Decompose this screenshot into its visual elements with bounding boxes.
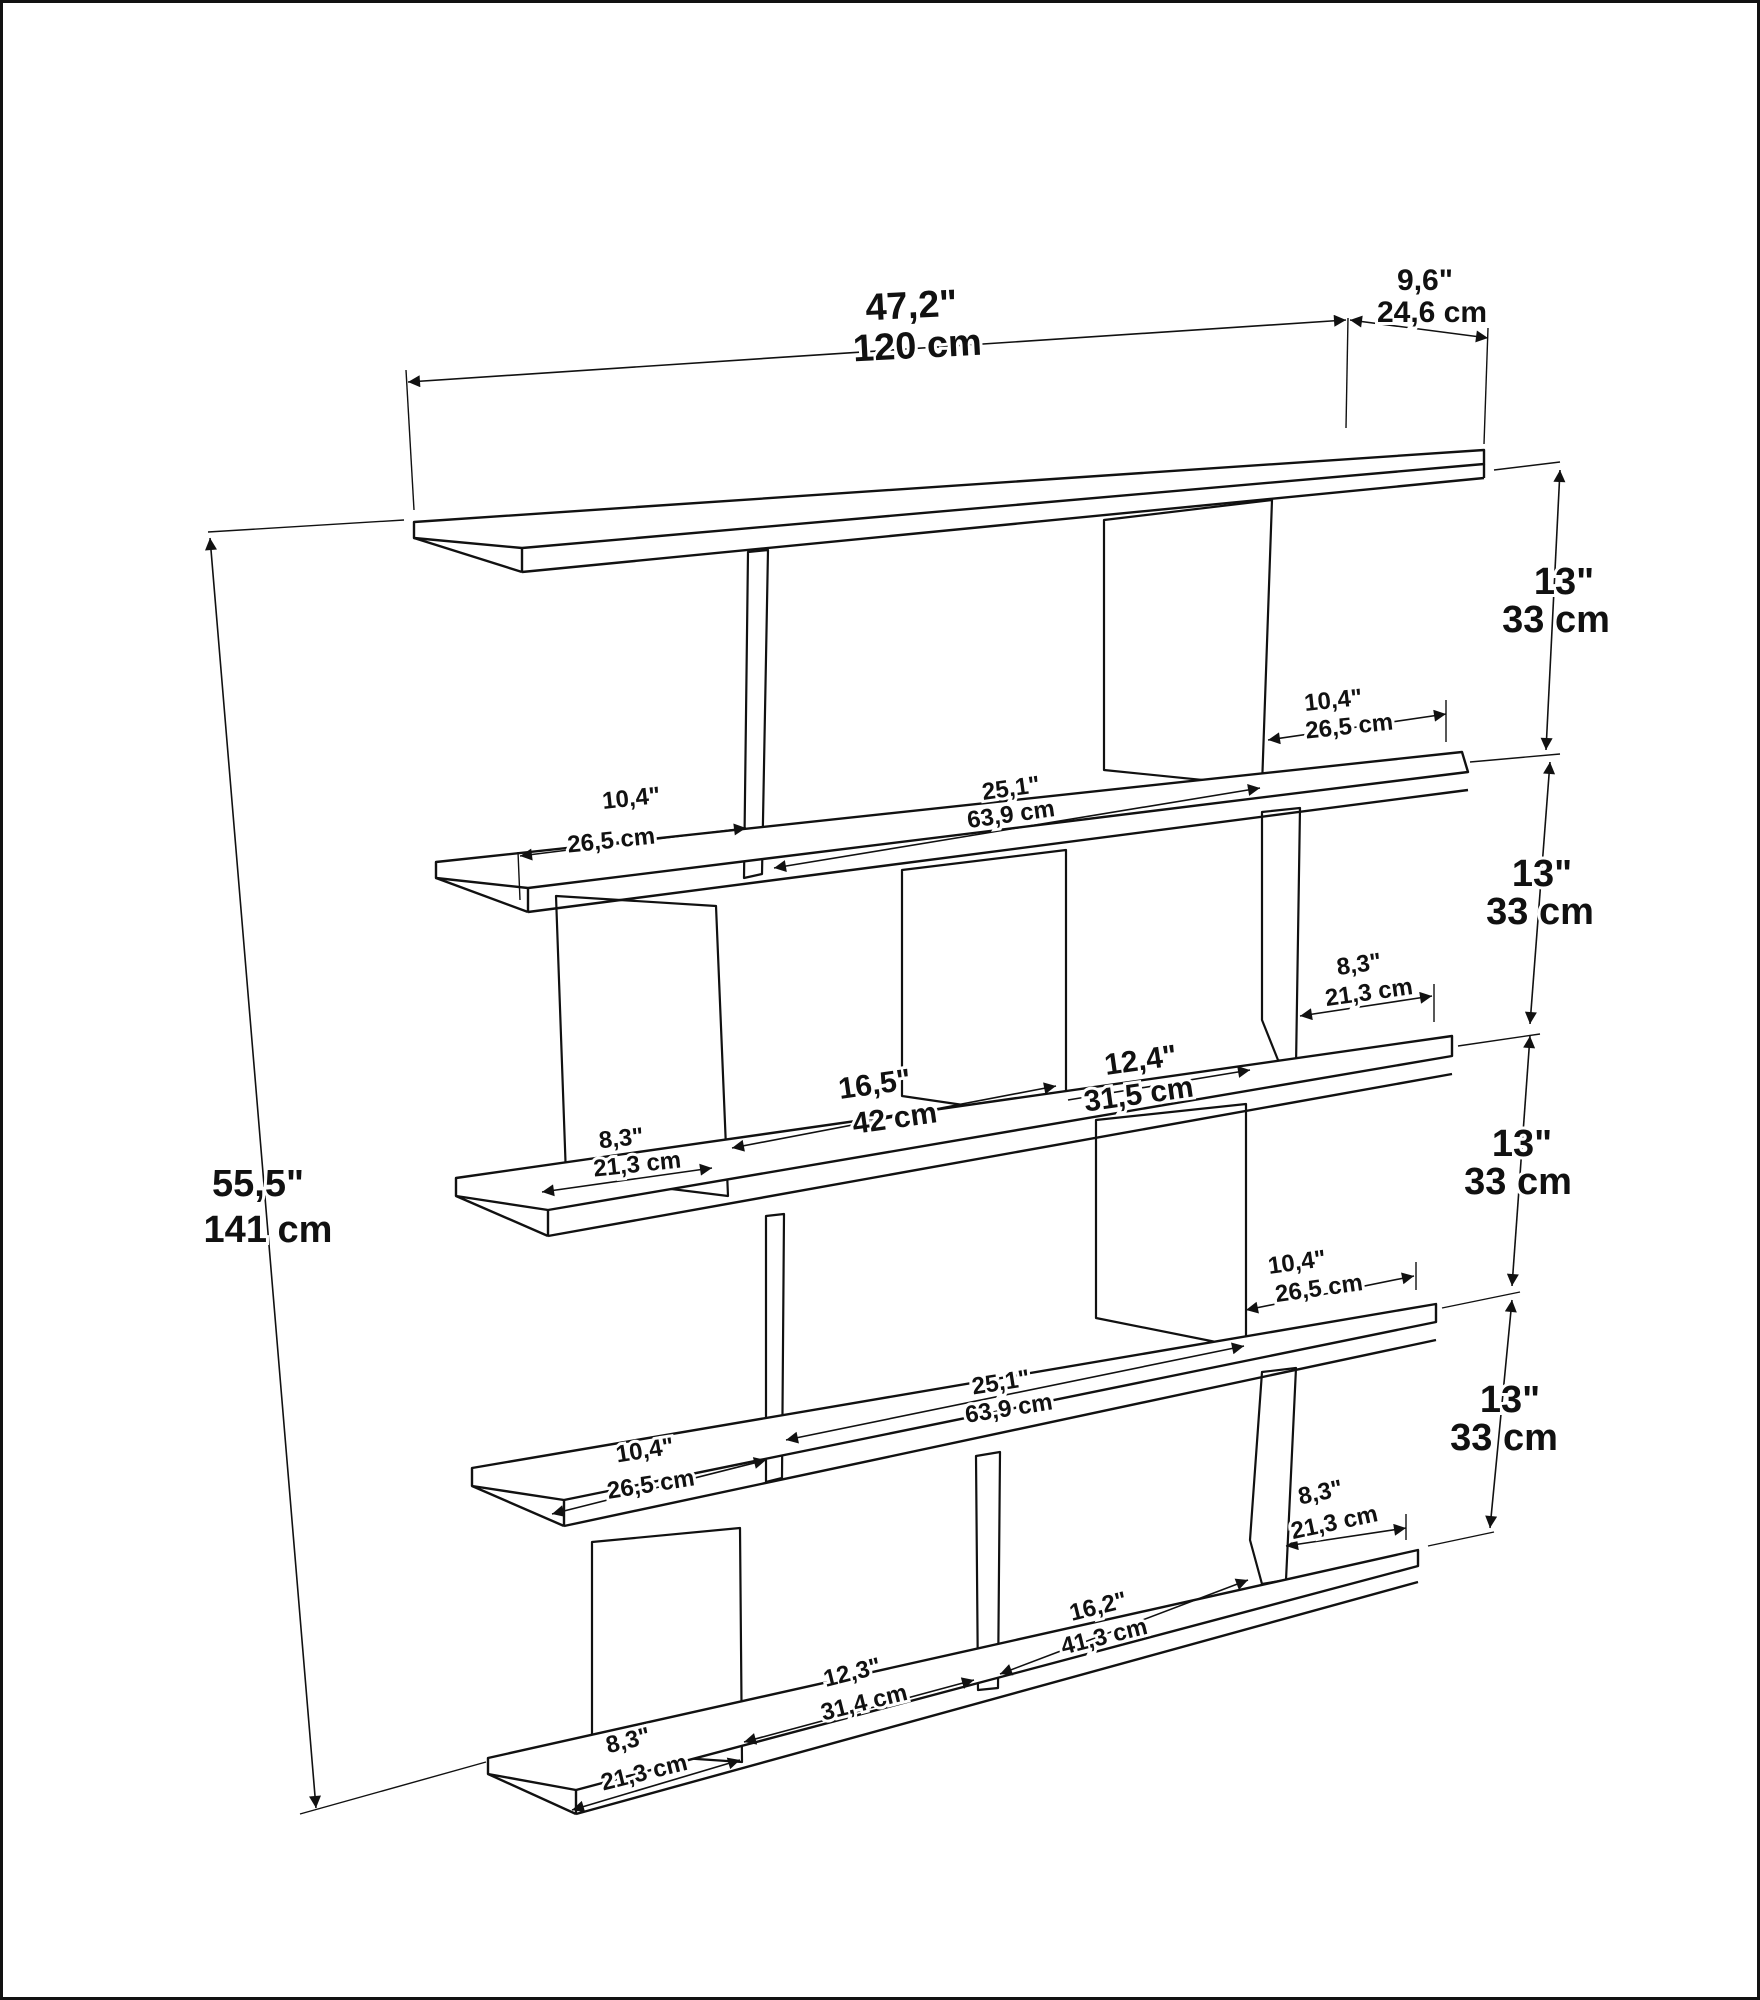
tier-3-height-in: 13" [1492, 1123, 1552, 1165]
overall-depth-cm: 24,6 cm [1377, 296, 1487, 329]
divider-panel-t2-mid [900, 848, 1068, 1122]
overall-depth-in: 9,6" [1397, 264, 1453, 297]
tier-4-height-cm: 33 cm [1450, 1417, 1558, 1459]
compartment-label-in: 8,3" [598, 1123, 645, 1155]
tier-2-height-in: 13" [1512, 853, 1572, 895]
tier-1-height-in: 13" [1534, 561, 1594, 603]
overall-width-cm: 120 cm [852, 322, 983, 371]
divider-panel-t4-mid [974, 1450, 1002, 1692]
divider-panel-t1-left [742, 548, 770, 880]
tier-4-height-in: 13" [1480, 1379, 1540, 1421]
compartment-label-in: 16,5" [836, 1063, 913, 1106]
bookshelf-structure [412, 448, 1486, 1816]
divider-panel-t1-right [1102, 498, 1274, 788]
tier-1-height-cm: 33 cm [1502, 599, 1610, 641]
compartment-label-in: 8,3" [1335, 948, 1383, 981]
divider-panel-t3-right [1094, 1102, 1248, 1350]
compartment-label-in: 10,4" [601, 782, 662, 815]
divider-panel-t2-left [554, 894, 730, 1198]
overall-height-cm: 141 cm [204, 1209, 333, 1251]
dimension-lines [205, 314, 1566, 1815]
tier-3-height-cm: 33 cm [1464, 1161, 1572, 1203]
overall-height-in: 55,5" [212, 1163, 304, 1205]
divider-panel-t2-right [1260, 806, 1302, 1068]
compartment-label-in: 8,3" [1296, 1475, 1345, 1511]
shelf-1-top [412, 448, 1486, 550]
overall-width-in: 47,2" [864, 283, 958, 330]
divider-panel-t4-right [1248, 1366, 1298, 1586]
tier-2-height-cm: 33 cm [1486, 891, 1594, 933]
divider-panel-t4-left [590, 1526, 744, 1764]
